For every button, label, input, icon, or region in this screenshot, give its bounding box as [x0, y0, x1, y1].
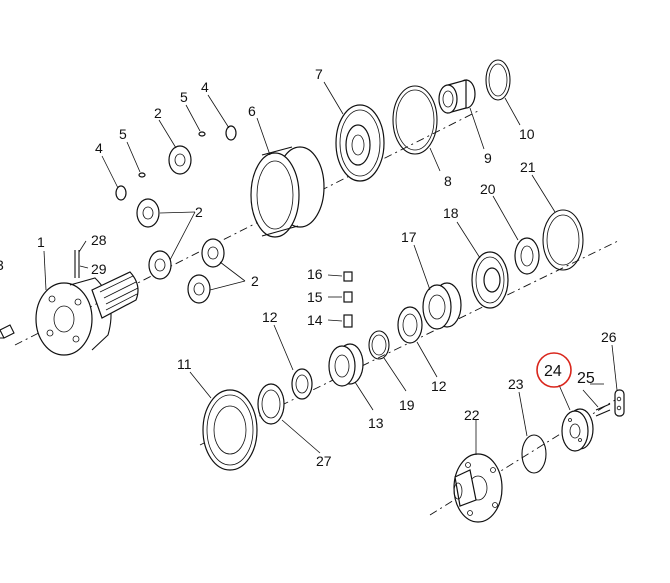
part-4-washers [115, 125, 237, 201]
part-14-15-16-springs [343, 271, 353, 328]
label-5: 5 [180, 89, 188, 105]
label-23: 23 [508, 376, 524, 392]
part-27-ring [257, 383, 285, 425]
part-25-pins [595, 403, 611, 417]
part-7-gear [335, 104, 385, 182]
part-5-pins [138, 131, 206, 178]
label-22: 22 [464, 407, 480, 423]
part-1-carrier-flange [35, 271, 139, 356]
label-26: 26 [601, 329, 617, 345]
label-12: 12 [431, 378, 447, 394]
label-13: 13 [368, 415, 384, 431]
part-23-snap-ring [521, 434, 547, 474]
label-14: 14 [307, 312, 323, 328]
label-8: 8 [444, 173, 452, 189]
part-9-bushing [438, 79, 476, 114]
part-2-pinions [136, 145, 225, 304]
label-16: 16 [307, 266, 323, 282]
part-18-gear [471, 251, 509, 309]
label-3: 3 [0, 257, 4, 273]
label-6: 6 [248, 103, 256, 119]
leader-lines [43, 81, 618, 455]
label-19: 19 [399, 397, 415, 413]
label-20: 20 [480, 181, 496, 197]
label-25: 25 [577, 370, 595, 387]
part-3-bolt [0, 324, 15, 339]
part-26-clip [614, 389, 625, 417]
label-1: 1 [37, 234, 45, 250]
part-28-pin [74, 250, 80, 278]
label-10: 10 [519, 126, 535, 142]
label-18: 18 [443, 205, 459, 221]
part-8-snap-ring [392, 85, 438, 155]
part-21-ring [542, 209, 584, 271]
part-13-cage [328, 343, 364, 387]
label-11: 11 [177, 356, 192, 372]
part-17-clutch-hub [422, 282, 462, 330]
part-10-seal-ring [485, 59, 511, 101]
label-2: 2 [154, 105, 162, 121]
part-12-friction-disc-left [291, 368, 313, 400]
label-28: 28 [91, 232, 107, 248]
part-24-disc [561, 408, 594, 452]
label-12: 12 [262, 309, 278, 325]
label-24: 24 [544, 363, 562, 380]
part-11-toothed-disc [202, 389, 258, 471]
label-17: 17 [401, 229, 417, 245]
label-27: 27 [316, 453, 332, 469]
label-2: 2 [251, 273, 259, 289]
part-20-bearing [514, 237, 540, 275]
label-4: 4 [95, 140, 103, 156]
part-19-ring [368, 330, 390, 360]
part-labels: 1 2 2 2 3 4 4 5 5 6 7 8 9 10 11 12 12 13… [0, 66, 617, 469]
part-12-friction-disc-right [397, 306, 423, 344]
label-15: 15 [307, 289, 323, 305]
label-21: 21 [520, 159, 536, 175]
label-9: 9 [484, 150, 492, 166]
highlight-circle [536, 352, 572, 388]
part-22-output-flange [453, 453, 503, 523]
label-4: 4 [201, 79, 209, 95]
label-5: 5 [119, 126, 127, 142]
label-29: 29 [91, 261, 107, 277]
label-7: 7 [315, 66, 323, 82]
part-6-ring-gear [250, 146, 325, 238]
label-2: 2 [195, 204, 203, 220]
